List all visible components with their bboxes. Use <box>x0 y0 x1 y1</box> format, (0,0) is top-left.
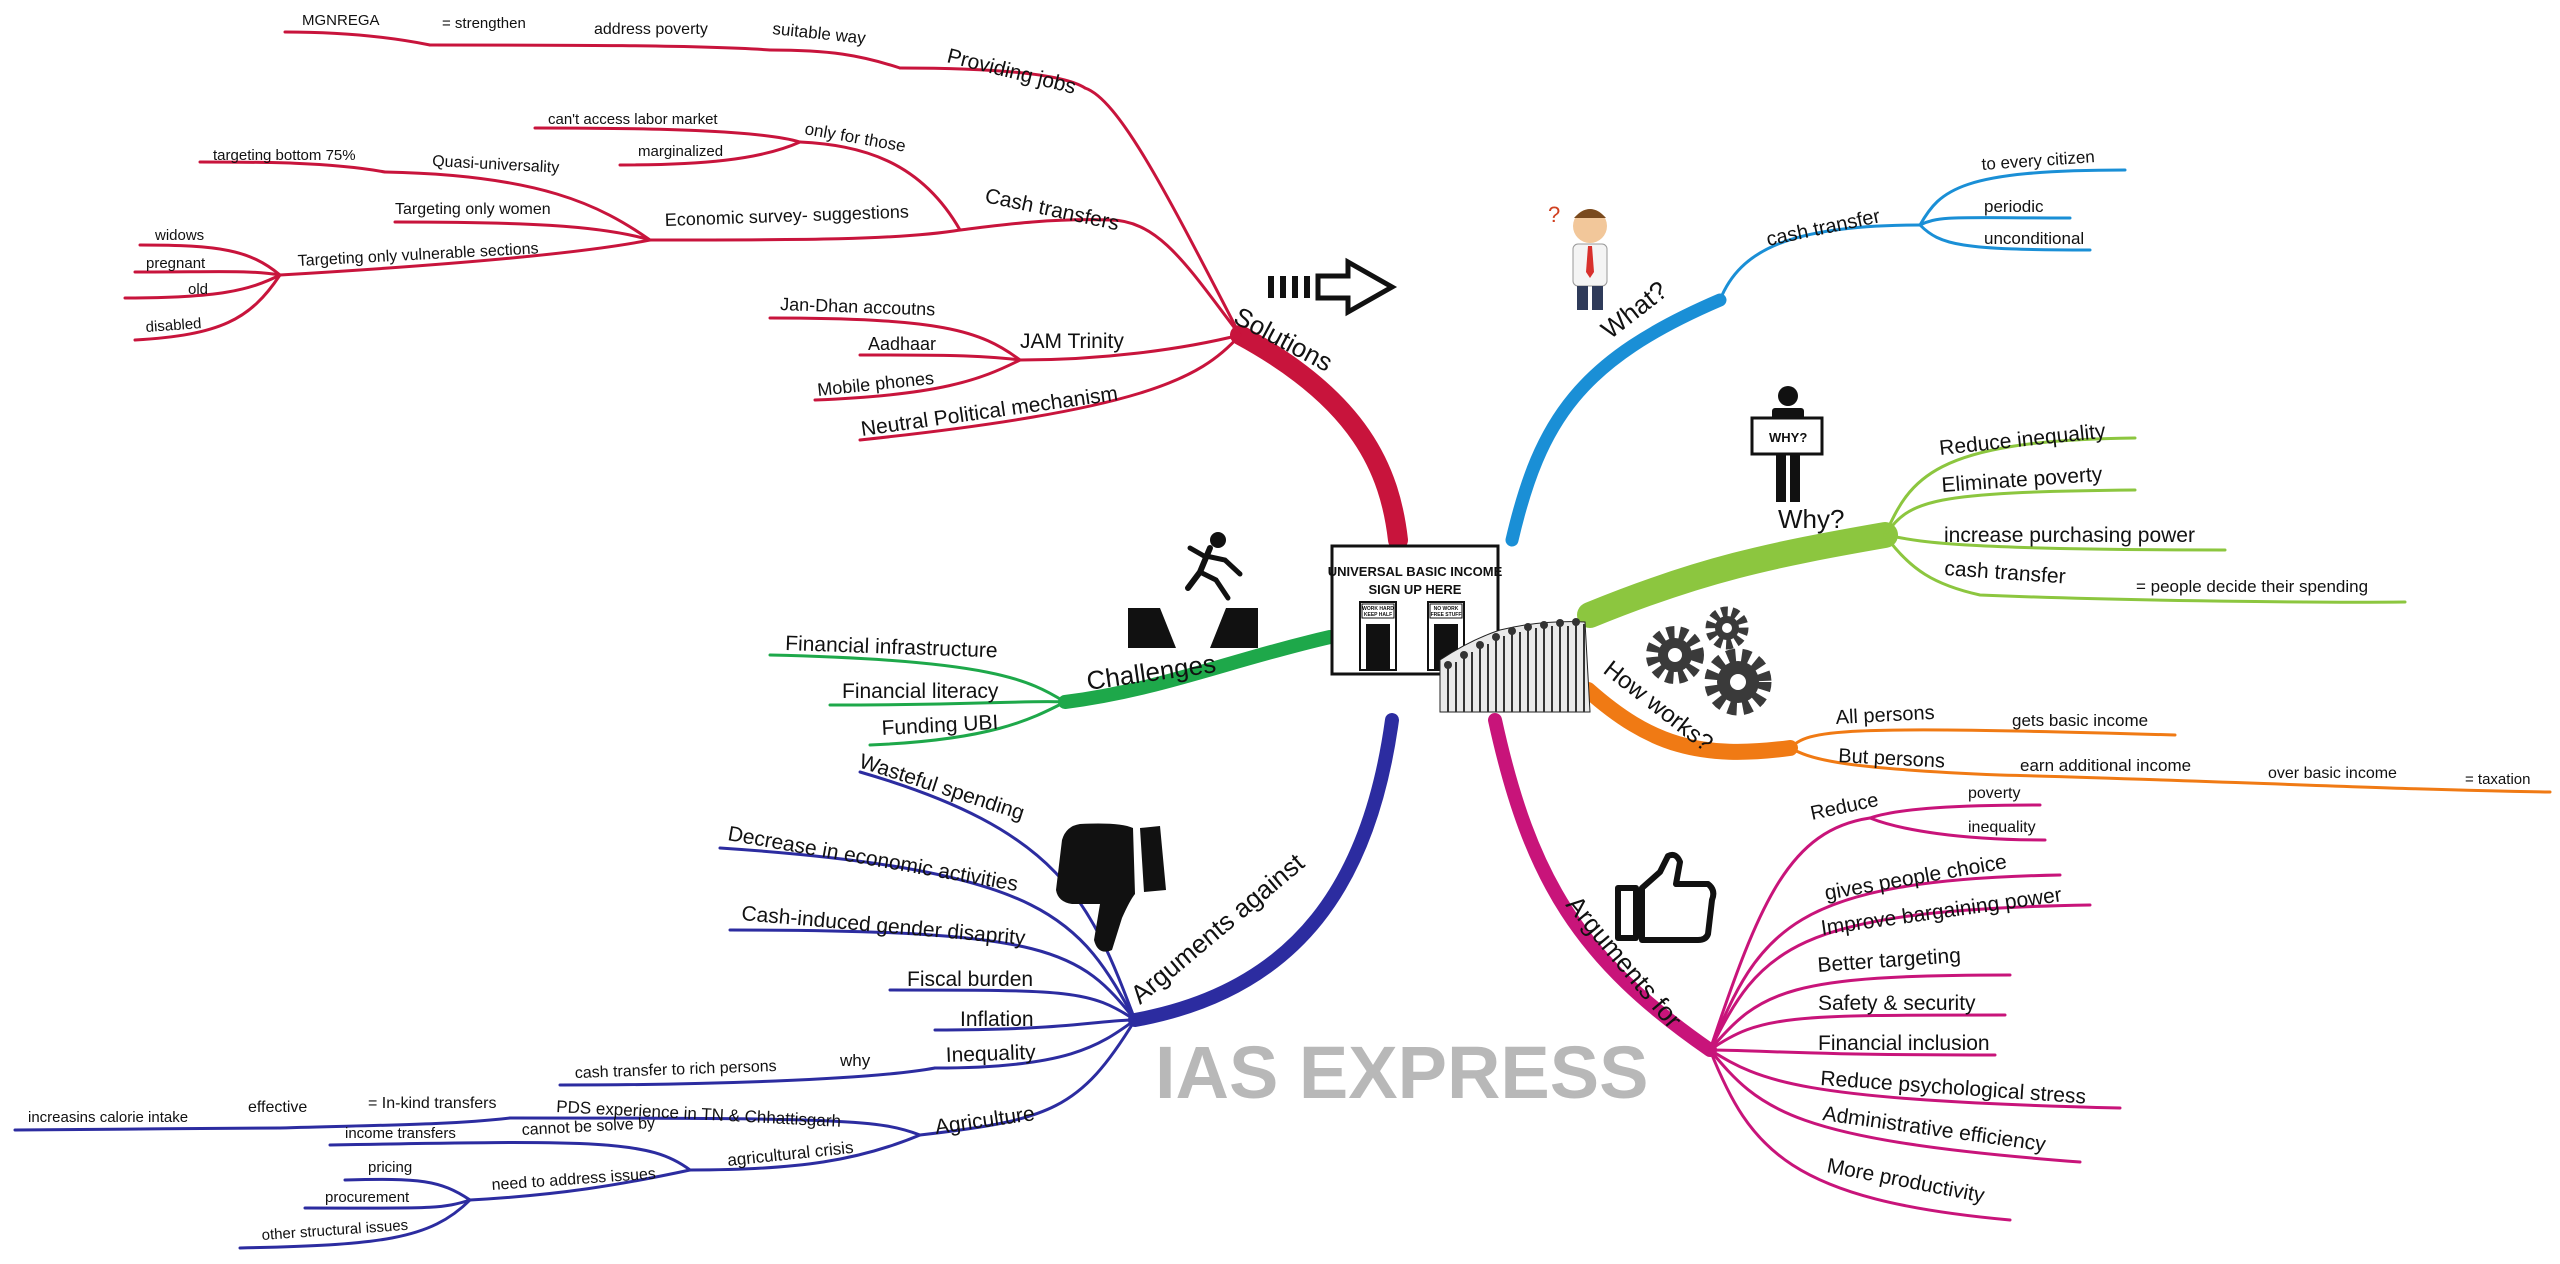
jumping-gap-icon <box>1128 532 1258 648</box>
center-sign-subtitle: SIGN UP HERE <box>1369 582 1462 597</box>
sol-jobs: Providing jobs <box>945 45 1079 99</box>
sol-quasi: Quasi-universality <box>432 153 560 177</box>
sol-jam-1: Jan-Dhan accoutns <box>780 294 936 319</box>
against-inkind: = In-kind transfers <box>368 1095 497 1112</box>
sol-bottom: targeting bottom 75% <box>213 147 356 164</box>
door-left-line-1: WORK HARD <box>1362 606 1394 612</box>
what-leaf-3: unconditional <box>1984 229 2084 248</box>
center-sign-title: UNIVERSAL BASIC INCOME <box>1328 564 1503 579</box>
sol-disabled: disabled <box>145 315 202 336</box>
sol-cash: Cash transfers <box>983 184 1121 235</box>
sol-survey: Economic survey- suggestions <box>664 201 909 230</box>
sol-jam-2: Aadhaar <box>868 334 936 354</box>
how-branch <box>1580 682 1798 760</box>
for-label: Arguments for <box>1560 890 1688 1035</box>
main-branches <box>1058 293 1898 1057</box>
against-item-2: Decrease in economic activities <box>726 822 1020 896</box>
sol-old: old <box>188 281 208 298</box>
why-item-1: Reduce inequality <box>1938 420 2107 460</box>
sol-suitable: suitable way <box>772 19 868 48</box>
sol-pregnant: pregnant <box>146 255 206 272</box>
why-item-3: increase purchasing power <box>1944 524 2195 547</box>
crowd-illustration <box>1439 618 1591 713</box>
door-left-line-2: KEEP HALF <box>1364 612 1392 618</box>
door-right-line-1: NO WORK <box>1434 606 1459 612</box>
sol-widows: widows <box>154 227 204 244</box>
what-branch <box>1505 293 1727 547</box>
sol-women: Targeting only women <box>395 201 551 218</box>
why-cash-note: = people decide their spending <box>2136 577 2368 596</box>
why-label: Why? <box>1778 504 1844 534</box>
against-rich: cash transfer to rich persons <box>575 1058 777 1082</box>
why-sign-person-icon: WHY? <box>1750 386 1824 502</box>
sol-strengthen: = strengthen <box>442 15 526 32</box>
against-agri: Agriculture <box>933 1102 1036 1139</box>
for-item-3: Better targeting <box>1817 944 1962 977</box>
sol-cant-access: can't access labor market <box>548 111 718 128</box>
against-why: why <box>839 1051 871 1070</box>
gears-icon <box>1646 606 1772 716</box>
for-reduce-poverty: poverty <box>1968 785 2020 802</box>
arrow-right-icon <box>1268 257 1398 317</box>
against-calorie: increasins calorie intake <box>28 1109 188 1126</box>
why-item-4: cash transfer <box>1944 557 2067 588</box>
center-ubi-image: UNIVERSAL BASIC INCOME SIGN UP HERE WORK… <box>1328 544 1591 713</box>
solutions-branch <box>1230 325 1408 550</box>
for-reduce-inequality: inequality <box>1968 819 2036 836</box>
sol-address-poverty: address poverty <box>594 21 708 38</box>
how-tax: = taxation <box>2465 771 2530 788</box>
what-sub: cash transfer <box>1764 205 1882 251</box>
sol-mgnrega: MGNREGA <box>302 12 380 29</box>
for-item-5: Financial inclusion <box>1818 1032 1990 1055</box>
against-issue-2: procurement <box>325 1189 410 1206</box>
watermark: IAS EXPRESS <box>1155 1031 1649 1114</box>
against-income-transfers: income transfers <box>345 1125 456 1142</box>
svg-text:WHY?: WHY? <box>1769 430 1807 445</box>
why-branch <box>1577 522 1898 628</box>
how-all: All persons <box>1835 702 1935 729</box>
sol-marginalized: marginalized <box>638 143 723 160</box>
svg-text:?: ? <box>1548 202 1560 227</box>
against-item-3: Cash-induced gender disaprity <box>741 902 1027 950</box>
door-right-line-2: FREE STUFF <box>1431 612 1462 618</box>
how-but-note: earn additional income <box>2020 756 2191 775</box>
thumbs-down-icon <box>1056 823 1166 952</box>
against-item-5: Inflation <box>960 1008 1034 1031</box>
how-but: But persons <box>1838 745 1946 773</box>
challenges-branch <box>1058 630 1337 709</box>
against-effective: effective <box>248 1099 307 1116</box>
for-branch <box>1488 713 1717 1057</box>
for-item-8: More productivity <box>1825 1154 1987 1207</box>
what-leaf-2: periodic <box>1984 197 2044 216</box>
thumbs-up-icon <box>1615 851 1717 943</box>
against-branch <box>1128 713 1399 1027</box>
against-item-4: Fiscal burden <box>907 968 1033 991</box>
against-item-6: Inequality <box>945 1041 1036 1067</box>
challenges-item-3: Funding UBI <box>881 711 999 740</box>
sol-jam: JAM Trinity <box>1020 330 1124 353</box>
against-cannot: cannot be solve by <box>521 1115 655 1139</box>
against-issue-1: pricing <box>368 1159 412 1176</box>
thin-lines <box>13 30 2552 1250</box>
how-over: over basic income <box>2268 765 2397 782</box>
confused-man-icon: ? <box>1548 202 1608 310</box>
challenges-item-2: Financial literacy <box>842 680 999 703</box>
how-all-note: gets basic income <box>2012 711 2148 730</box>
for-item-4: Safety & security <box>1818 992 1976 1015</box>
against-item-1: Wasteful spending <box>856 750 1027 825</box>
